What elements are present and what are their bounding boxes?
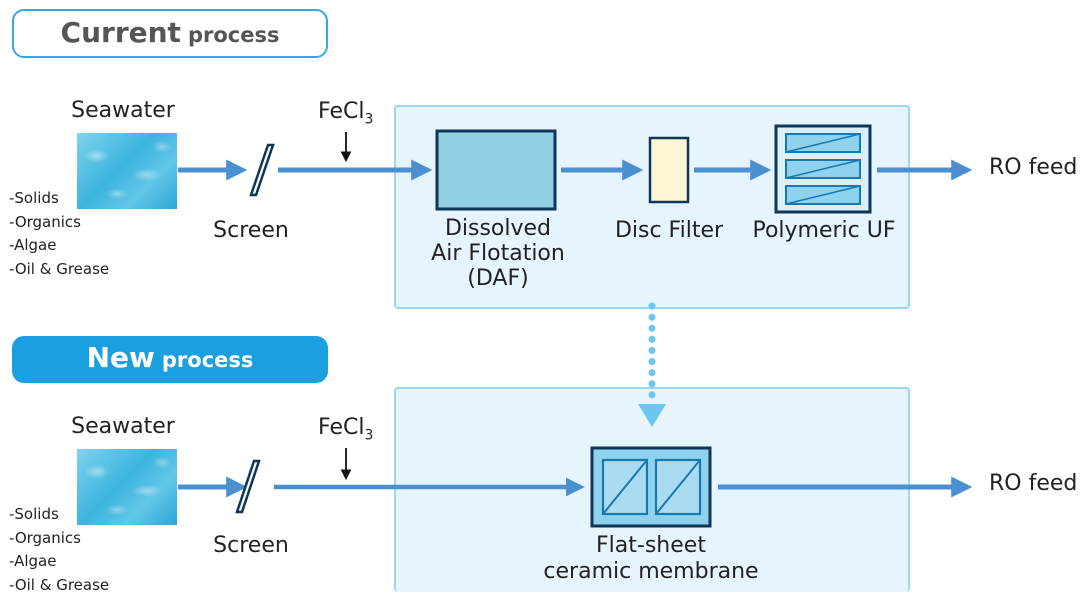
current-disc-filter-label: Disc Filter <box>615 218 723 243</box>
membrane-label-line: ceramic membrane <box>543 559 758 585</box>
contaminant-item: -Algae <box>9 550 109 574</box>
new-membrane-label: Flat-sheet ceramic membrane <box>543 533 758 585</box>
daf-label-line: (DAF) <box>431 266 565 291</box>
daf-label-line: Dissolved <box>431 216 565 241</box>
new-contaminants-list: -Solids -Organics -Algae -Oil & Grease <box>9 503 109 597</box>
contaminant-item: -Algae <box>9 234 109 258</box>
current-ro-feed-label: RO feed <box>989 155 1077 180</box>
current-uf-unit <box>776 126 870 212</box>
chemical-subscript: 3 <box>364 111 373 127</box>
new-ro-feed-label: RO feed <box>989 471 1077 496</box>
current-daf-label: Dissolved Air Flotation (DAF) <box>431 216 565 291</box>
membrane-label-line: Flat-sheet <box>543 533 758 559</box>
contaminant-item: -Oil & Grease <box>9 574 109 597</box>
current-contaminants-list: -Solids -Organics -Algae -Oil & Grease <box>9 187 109 281</box>
transition-dotted-arrow <box>638 306 666 427</box>
current-fecl3-label: FeCl3 <box>318 99 373 127</box>
chemical-subscript: 3 <box>364 427 373 443</box>
new-screen-label: Screen <box>213 533 289 558</box>
daf-label-line: Air Flotation <box>431 241 565 266</box>
new-fecl3-label: FeCl3 <box>318 415 373 443</box>
current-disc-filter-unit <box>650 138 688 202</box>
current-screen-icon <box>251 145 273 195</box>
chemical-name: FeCl <box>318 99 364 124</box>
new-seawater-label: Seawater <box>71 414 175 439</box>
chemical-name: FeCl <box>318 415 364 440</box>
contaminant-item: -Organics <box>9 211 109 235</box>
contaminant-item: -Solids <box>9 503 109 527</box>
contaminant-item: -Oil & Grease <box>9 258 109 282</box>
current-seawater-label: Seawater <box>71 98 175 123</box>
contaminant-item: -Organics <box>9 527 109 551</box>
current-daf-unit <box>437 131 555 209</box>
current-screen-label: Screen <box>213 218 289 243</box>
contaminant-item: -Solids <box>9 187 109 211</box>
current-uf-label: Polymeric UF <box>752 218 895 243</box>
new-ceramic-membrane-unit <box>592 448 710 526</box>
